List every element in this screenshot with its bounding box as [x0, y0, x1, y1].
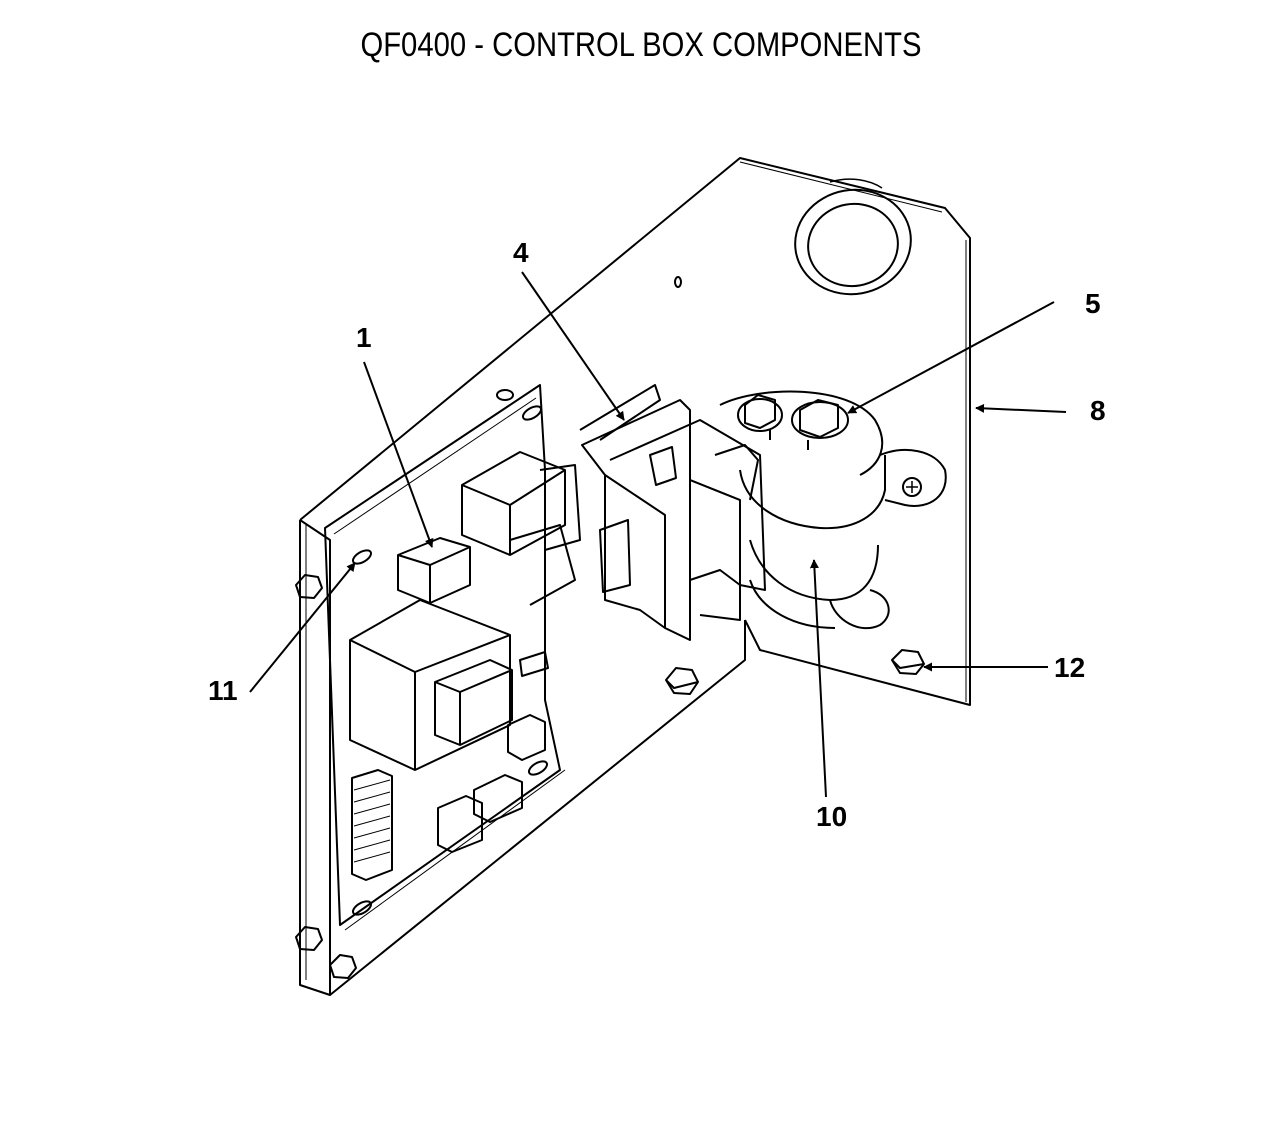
callout-5: 5 [1085, 288, 1101, 319]
hex-nut-center [665, 667, 699, 695]
knockout-hole [794, 178, 912, 296]
callout-4: 4 [513, 237, 529, 268]
small-hole [674, 276, 682, 288]
hex-nut-bottom [329, 954, 357, 979]
callout-11: 11 [208, 675, 238, 706]
callout-12: 12 [1054, 652, 1085, 683]
leader-lines [249, 271, 1067, 798]
page-title: QF0400 - CONTROL BOX COMPONENTS [360, 26, 922, 64]
hex-nut-top-left [295, 574, 323, 599]
hex-nut-bottom-left [295, 926, 323, 951]
hex-nut-right [891, 649, 925, 675]
contactor [579, 384, 766, 641]
callout-1: 1 [356, 322, 372, 353]
callout-10: 10 [816, 801, 847, 832]
callout-8: 8 [1090, 395, 1106, 426]
circuit-board [324, 384, 581, 931]
mounting-plate [299, 157, 971, 996]
capacitor [719, 390, 947, 630]
